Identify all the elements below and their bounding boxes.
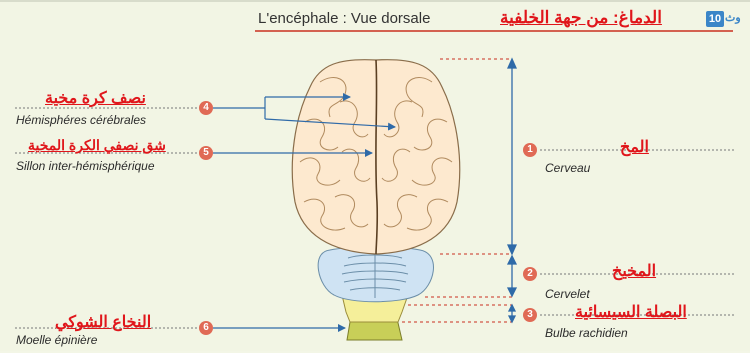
doc-badge-number: 10 xyxy=(708,13,722,25)
label-cervelet-fr: Cervelet xyxy=(545,287,590,301)
marker-6: 6 xyxy=(199,321,213,335)
title-ar: الدماغ: من جهة الخلفية xyxy=(500,8,662,27)
fissure-line xyxy=(375,59,379,255)
label-hemispheres-ar: نصف كرة مخية xyxy=(45,90,146,107)
doc-badge-prefix: وث xyxy=(725,12,741,24)
label-moelle-fr: Moelle épinière xyxy=(16,333,98,347)
label-cerveau-ar: المخ xyxy=(620,139,649,156)
label-sillon-ar: شق نصفي الكرة المخية xyxy=(28,137,166,153)
title-fr: L'encéphale : Vue dorsale xyxy=(258,10,431,27)
hemisphere-right-arrow xyxy=(264,118,396,131)
label-cerveau-fr: Cerveau xyxy=(545,161,591,175)
cerebellum-folds xyxy=(341,250,409,298)
marker-4: 4 xyxy=(199,101,213,115)
label-bulbe-ar: البصلة السيسائية xyxy=(575,304,687,321)
label-cervelet-ar: المخيخ xyxy=(612,263,657,280)
marker-2: 2 xyxy=(523,267,537,281)
marker-3: 3 xyxy=(523,308,537,322)
label-hemispheres-fr: Hémisphéres cérébrales xyxy=(16,113,147,127)
doc-badge: 10 xyxy=(706,11,724,27)
label-moelle-ar: النخاع الشوكي xyxy=(55,314,152,331)
marker-5: 5 xyxy=(199,146,213,160)
label-bulbe-fr: Bulbe rachidien xyxy=(545,326,628,340)
label-sillon-fr: Sillon inter-hémisphérique xyxy=(16,159,155,173)
size-arrows xyxy=(506,57,518,324)
marker-1: 1 xyxy=(523,143,537,157)
